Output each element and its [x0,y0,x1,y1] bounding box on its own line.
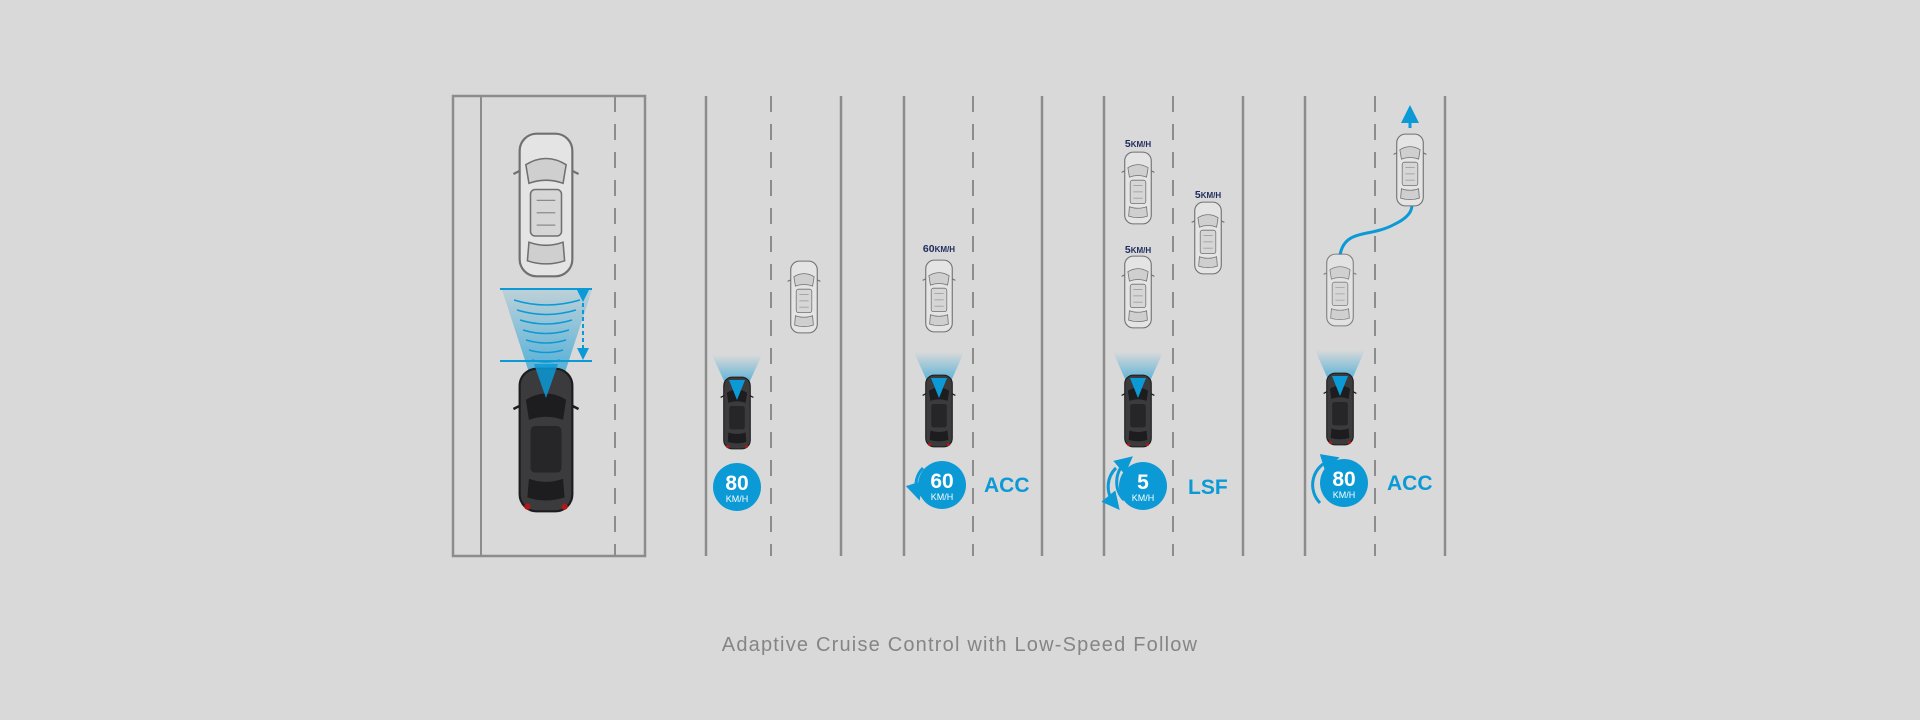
speed-unit: KM/H [1333,490,1356,500]
radar-beam [914,352,964,397]
sensor-icon [931,378,947,398]
speed-unit: KM/H [726,494,749,504]
scene-low-speed-follow: 5KM/H 5KM/H 5KM/H 5 KM/H LSF [1101,96,1245,556]
scene-distance [451,94,647,558]
decelerate-arrow-icon [905,466,925,501]
lead-car-silver [922,259,956,333]
car-speed-tag: 5KM/H [1125,244,1152,256]
speed-value: 80 [1332,468,1355,491]
radar-beam [1315,350,1365,395]
speed-value: 80 [725,472,748,495]
mode-label: LSF [1188,476,1228,499]
sensor-icon [1130,378,1146,398]
other-car-silver [787,260,821,334]
radar-beam [502,290,592,400]
speed-unit: KM/H [931,492,954,502]
speed-unit: KM/H [1132,493,1155,503]
sensor-icon [729,380,745,400]
scene-resume: 80 KM/H ACC [1303,96,1447,556]
lead-car-silver [1121,255,1155,329]
lead-car-silver [512,132,580,278]
radar-beam [712,355,762,398]
scene-cruise: 80 KM/H [704,96,843,556]
car-speed-tag: 5KM/H [1125,138,1152,150]
speed-badge [713,463,761,511]
sensor-icon [534,364,558,398]
lead-car-silver [1323,253,1357,327]
radar-beam [1113,352,1163,397]
mode-label: ACC [984,474,1030,497]
adjacent-car-silver [1191,201,1225,275]
queue-car-silver [1121,151,1155,225]
mode-label: ACC [1387,472,1433,495]
speed-badge [1320,459,1368,507]
car-speed-tag: 5KM/H [1195,189,1222,201]
scene-frame [451,94,647,558]
speed-value: 5 [1137,471,1149,494]
speed-badge [918,461,966,509]
speed-badge [1119,462,1167,510]
scene-acc-follow: 60KM/H 60 KM/H ACC [902,96,1044,556]
stop-go-arrows-icon [1101,456,1133,510]
accelerate-arrow-icon [1311,454,1340,505]
diagram-caption: Adaptive Cruise Control with Low-Speed F… [721,634,1199,656]
sensor-icon [1332,376,1348,396]
lead-car-speed-tag: 60KM/H [923,243,955,255]
speed-value: 60 [930,470,953,493]
departing-car-silver [1393,133,1427,207]
